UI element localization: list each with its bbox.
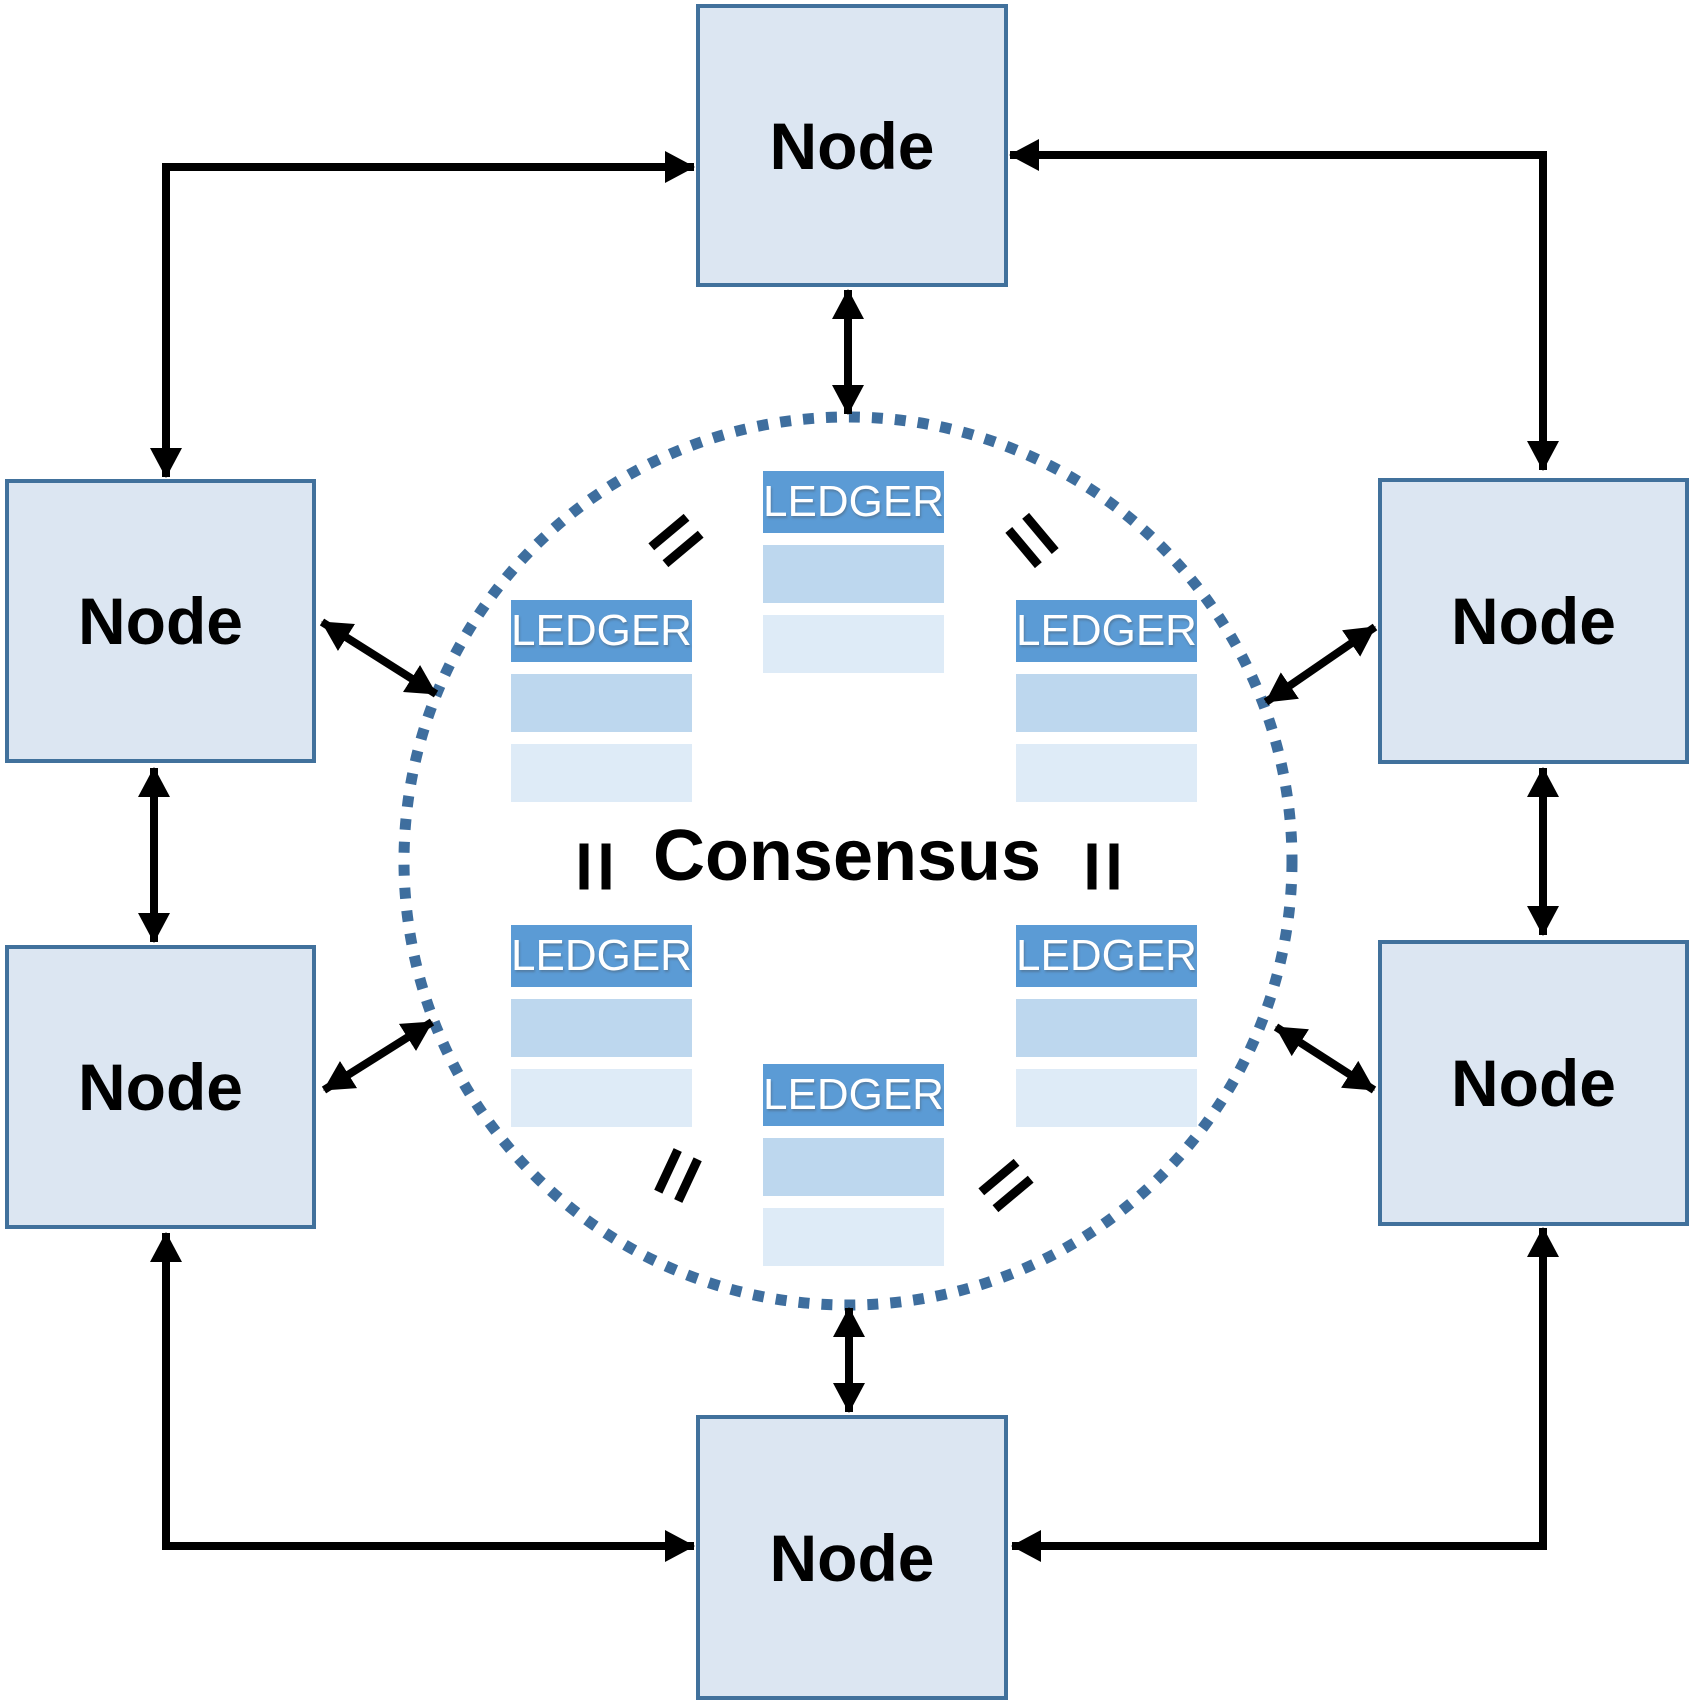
arrow-top-right-corner (1009, 139, 1559, 471)
ledger-upper-left: LEDGER (511, 600, 692, 802)
ledger-row (763, 1138, 944, 1196)
node-right-upper: Node (1378, 478, 1689, 764)
ledger-header: LEDGER (511, 925, 692, 987)
node-left-upper: Node (5, 479, 316, 763)
arrow-bottom-right-corner (1011, 1227, 1559, 1562)
node-left-upper-label: Node (78, 584, 243, 658)
node-right-lower-label: Node (1451, 1046, 1616, 1120)
arrow-right-lower-diagonal (1273, 1023, 1377, 1094)
ledger-row (1016, 999, 1197, 1057)
equals-icon (580, 844, 611, 890)
ledger-row (511, 744, 692, 802)
ledger-top-center: LEDGER (763, 471, 944, 673)
node-left-lower: Node (5, 945, 316, 1229)
node-right-upper-label: Node (1451, 584, 1616, 658)
ledger-row (511, 674, 692, 732)
ledger-header: LEDGER (511, 600, 692, 662)
ledger-row (511, 1069, 692, 1127)
consensus-label: Consensus (652, 816, 1042, 896)
arrow-top-left-corner (150, 151, 695, 478)
ledger-header: LEDGER (1016, 600, 1197, 662)
node-top: Node (696, 4, 1008, 287)
node-bottom-label: Node (769, 1520, 935, 1595)
ledger-bottom-center: LEDGER (763, 1064, 944, 1266)
consensus-boundary-circle (398, 411, 1298, 1311)
node-left-lower-label: Node (78, 1050, 243, 1124)
ledger-row (1016, 674, 1197, 732)
node-top-label: Node (769, 108, 935, 183)
ledger-lower-left: LEDGER (511, 925, 692, 1127)
ledger-row (763, 615, 944, 673)
ledger-header: LEDGER (763, 1064, 944, 1126)
ledger-header: LEDGER (1016, 925, 1197, 987)
ledger-row (763, 545, 944, 603)
ledger-row (511, 999, 692, 1057)
ledger-upper-right: LEDGER (1016, 600, 1197, 802)
arrow-left-lower-diagonal (321, 1018, 435, 1094)
node-bottom: Node (696, 1415, 1008, 1700)
equals-icon (1088, 844, 1119, 890)
ledger-row (1016, 744, 1197, 802)
ledger-lower-right: LEDGER (1016, 925, 1197, 1127)
node-right-lower: Node (1378, 940, 1689, 1226)
arrow-right-upper-diagonal (1263, 623, 1378, 706)
arrow-left-upper-diagonal (319, 618, 439, 698)
ledger-header: LEDGER (763, 471, 944, 533)
arrow-bottom-left-corner (150, 1232, 695, 1562)
ledger-row (763, 1208, 944, 1266)
ledger-row (1016, 1069, 1197, 1127)
